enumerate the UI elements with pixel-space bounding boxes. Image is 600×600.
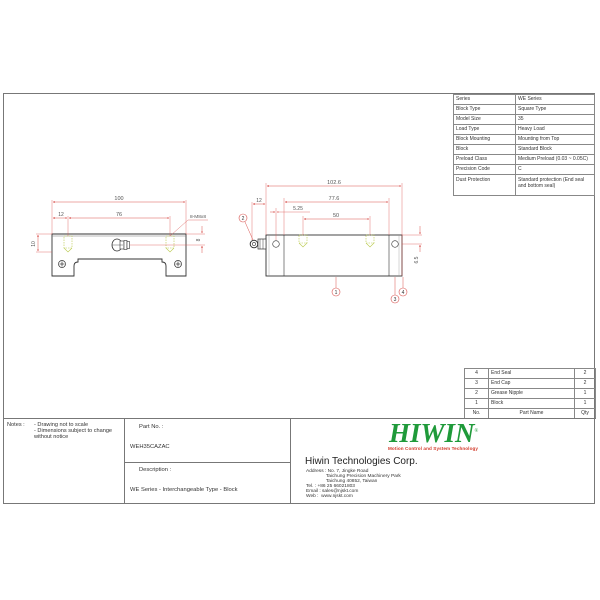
part-qty: 1: [574, 398, 596, 409]
dim-hole-spacing: 50: [333, 213, 339, 219]
front-view: 100 12 76 8-M8x8 10 8: [31, 196, 208, 277]
dim-height-right: 6.5: [414, 256, 420, 263]
description-value: WE Series - Interchangeable Type - Block: [130, 487, 238, 493]
dim-hole-offset: 12: [58, 212, 64, 218]
part-no: 2: [464, 388, 489, 399]
notes-line-1: - Drawing not to scale: [34, 422, 89, 428]
screw-icon: [58, 260, 66, 268]
balloon-2: 2: [238, 213, 254, 241]
grease-nipple-icon: [111, 238, 130, 252]
notes-label: Notes :: [7, 422, 25, 428]
grease-nipple-icon: [249, 238, 267, 250]
dim-hole-offset: 5.25: [293, 206, 303, 212]
header-part-name: Part Name: [488, 408, 575, 419]
side-view: 102.6 77.6 12 5.25 50 6.5 1 2: [238, 180, 422, 304]
registered-mark: ®: [474, 429, 479, 434]
balloon-4: 4: [398, 277, 408, 297]
company-tagline: Motion Control and System Technology: [388, 446, 479, 451]
part-qty: 1: [574, 388, 596, 399]
svg-text:4: 4: [402, 290, 405, 296]
screw-icon: [174, 260, 182, 268]
part-qty: 2: [574, 368, 596, 379]
dim-nipple-offset: 12: [256, 198, 262, 204]
dim-height-right: 8: [196, 238, 202, 241]
part-no: 1: [464, 398, 489, 409]
part-name: Grease Nipple: [488, 388, 575, 399]
notes-line-3: without notice: [34, 434, 69, 440]
svg-text:1: 1: [335, 290, 338, 296]
part-name: End Seal: [488, 368, 575, 379]
hiwin-logo: HIWIN®: [389, 418, 479, 448]
part-no-value: WEH35CAZAC: [130, 444, 170, 450]
balloon-3: 3: [390, 277, 400, 304]
drawing-frame: [3, 93, 595, 504]
company-name: Hiwin Technologies Corp.: [305, 456, 418, 467]
header-no: No.: [464, 408, 489, 419]
header-qty: Qty: [574, 408, 596, 419]
part-no-label: Part No. :: [139, 424, 164, 430]
dim-overall-length: 102.6: [327, 180, 341, 186]
part-no: 3: [464, 378, 489, 389]
part-name: End Cap: [488, 378, 575, 389]
dim-hole-spacing: 76: [116, 212, 122, 218]
notes-line-2: - Dimensions subject to change: [34, 428, 113, 434]
dim-overall-width: 100: [114, 196, 123, 202]
part-info: Part No. : WEH35CAZAC Description : WE S…: [125, 418, 291, 504]
description-label: Description :: [139, 467, 172, 473]
balloon-1: 1: [331, 277, 341, 297]
part-no-cell: [125, 419, 290, 463]
dim-thread: 8-M8x8: [190, 214, 206, 220]
part-qty: 2: [574, 378, 596, 389]
part-name: Block: [488, 398, 575, 409]
part-no: 4: [464, 368, 489, 379]
spec-value: Standard protection (End seal and bottom…: [515, 174, 595, 196]
company-block: [291, 418, 596, 504]
notes-box: Notes : - Drawing not to scale - Dimensi…: [3, 418, 125, 504]
dim-body-length: 77.6: [329, 196, 340, 202]
svg-text:2: 2: [242, 216, 245, 222]
dim-height-left: 10: [31, 241, 37, 247]
svg-text:3: 3: [394, 297, 397, 303]
company-address: Address : No. 7, Jingke Road Taichung Pr…: [306, 469, 401, 499]
